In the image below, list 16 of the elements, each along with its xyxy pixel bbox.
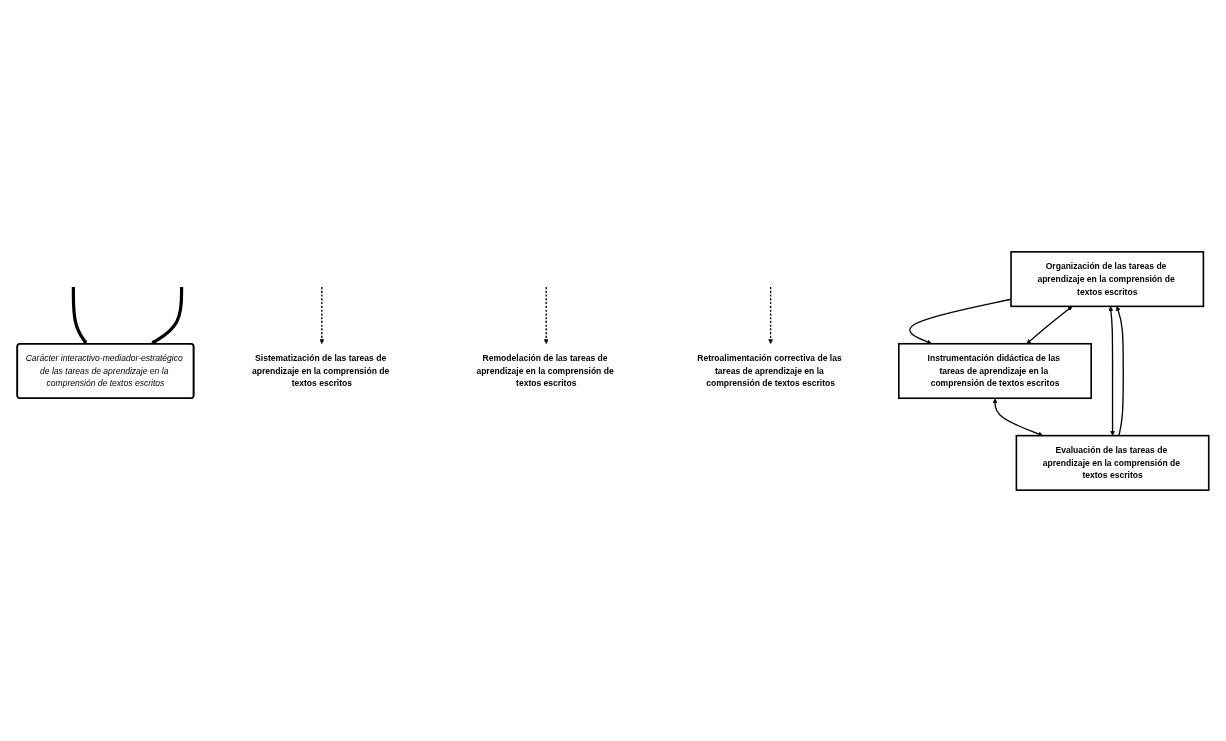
arrow bbox=[543, 285, 549, 344]
arrow bbox=[319, 285, 325, 344]
arrow bbox=[1115, 305, 1124, 436]
arrow bbox=[71, 286, 87, 344]
node-text: Retroalimentación correctiva de las tareas de aprendizaje en la comprensión de textos escritos bbox=[697, 352, 842, 388]
arrow bbox=[909, 298, 1012, 344]
node-text: Sistematización de las tareas de aprendizaje en la comprensión de textos escritos bbox=[251, 352, 390, 388]
node-box: Instrumentación didáctica de las tareas de aprendizaje en la comprensión de textos escritos bbox=[898, 342, 1092, 399]
arrow bbox=[992, 397, 1044, 436]
node-box: Evaluación de las tareas de aprendizaje en la comprensión de textos escritos bbox=[1015, 434, 1210, 491]
arrow bbox=[1026, 305, 1073, 344]
arrow bbox=[1108, 305, 1115, 436]
arrow bbox=[150, 286, 184, 344]
node-box: Organización de las tareas de aprendizaje en la comprensión de textos escritos bbox=[1010, 250, 1205, 307]
node-text: Remodelación de las tareas de aprendizaje en la comprensión de textos escritos bbox=[476, 352, 614, 388]
arrow bbox=[768, 285, 773, 344]
